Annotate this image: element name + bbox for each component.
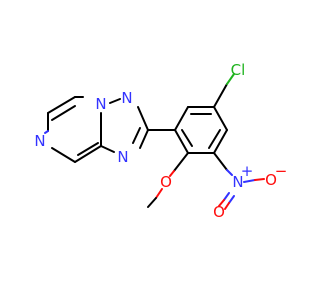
chlorine-atom: Cl bbox=[231, 61, 246, 79]
bond bbox=[139, 129, 149, 149]
bond bbox=[74, 145, 102, 163]
bond bbox=[243, 179, 256, 183]
bond bbox=[51, 147, 76, 163]
bond bbox=[181, 129, 193, 147]
bond bbox=[100, 145, 115, 153]
oxygen-atom-methoxy: O bbox=[160, 173, 172, 191]
molecule-structure: Cl N N N N O N + O − O bbox=[34, 61, 287, 221]
bond bbox=[147, 197, 157, 208]
bond bbox=[137, 106, 149, 131]
negative-charge: − bbox=[275, 162, 288, 180]
positive-charge: + bbox=[241, 162, 254, 180]
nitrogen-atom-nitro: N bbox=[232, 173, 243, 191]
bond bbox=[44, 130, 49, 134]
substituent-bonds bbox=[147, 73, 265, 210]
bond bbox=[213, 83, 228, 108]
nitrogen-atom-triazole-top: N bbox=[121, 89, 132, 107]
nitrogen-atom-triazole-bottom: N bbox=[117, 148, 128, 166]
atom-labels: Cl N N N N O N + O − O bbox=[34, 61, 287, 221]
benzene-ring bbox=[147, 106, 228, 154]
bond bbox=[173, 152, 189, 172]
bond bbox=[254, 178, 265, 181]
bond bbox=[218, 199, 225, 207]
bond bbox=[155, 188, 163, 199]
bond bbox=[228, 195, 235, 204]
bond bbox=[224, 202, 230, 210]
bond bbox=[77, 142, 99, 156]
pyrazine-ring bbox=[44, 96, 102, 163]
oxygen-atom-nitro-double: O bbox=[213, 203, 225, 221]
bond bbox=[213, 106, 228, 131]
oxygen-atom-nitro-anion: O bbox=[265, 171, 277, 189]
bond bbox=[132, 127, 141, 144]
bond bbox=[47, 96, 76, 114]
bond bbox=[223, 192, 230, 201]
bond bbox=[226, 73, 235, 85]
bond bbox=[226, 169, 233, 176]
triazole-ring bbox=[100, 98, 149, 153]
bond bbox=[174, 129, 189, 154]
bond bbox=[169, 170, 175, 177]
bond bbox=[174, 106, 189, 131]
nitrogen-atom-bridgehead: N bbox=[95, 95, 106, 113]
bond bbox=[51, 105, 76, 121]
bond bbox=[213, 129, 228, 154]
bond bbox=[109, 98, 121, 104]
bond bbox=[213, 152, 228, 171]
nitrogen-atom-pyrazine: N bbox=[34, 132, 45, 150]
bond bbox=[208, 129, 221, 149]
